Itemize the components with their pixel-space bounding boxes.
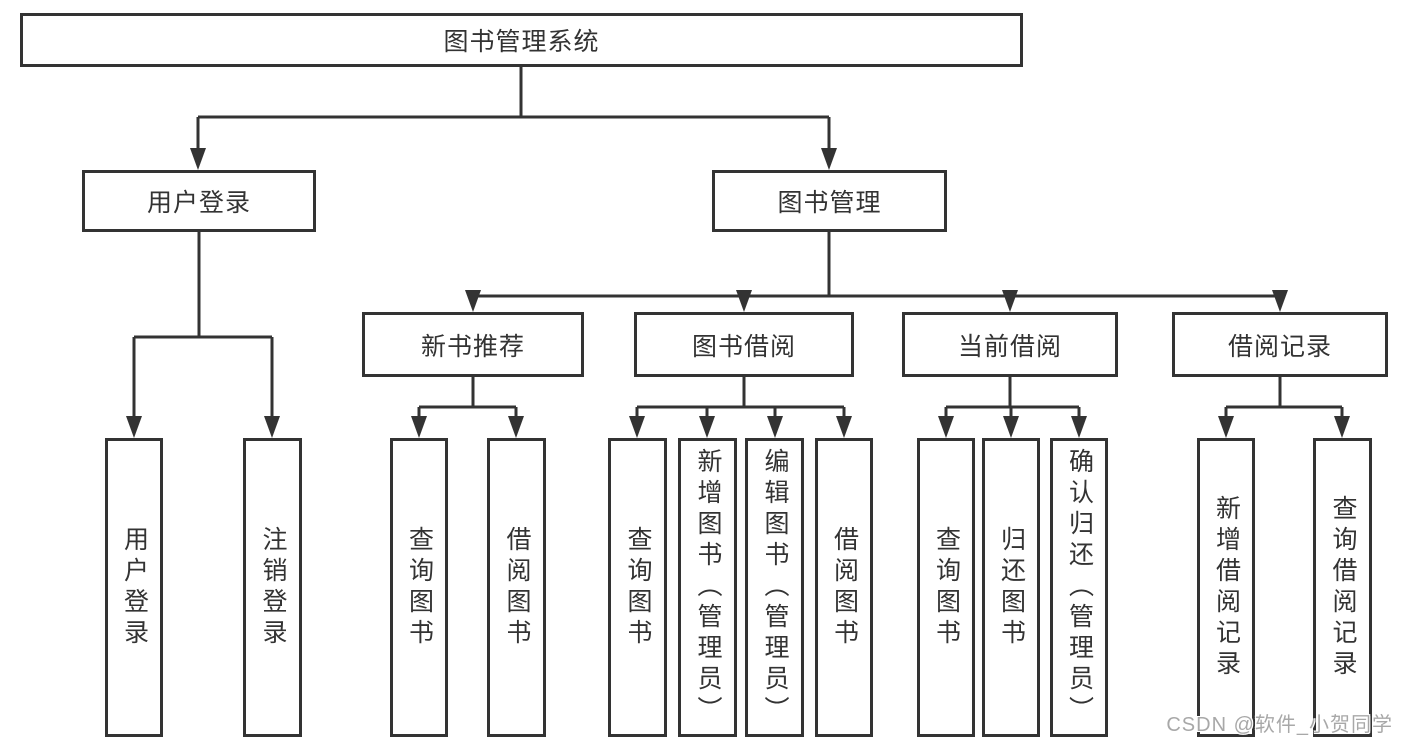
leaf-edit-books-admin: 编辑图书（管理员） (745, 438, 804, 737)
node-library-management-system: 图书管理系统 (20, 13, 1023, 67)
leaf-borrow-books-recommend: 借阅图书 (487, 438, 546, 737)
leaf-query-books-recommend: 查询图书 (390, 438, 448, 737)
leaf-logout: 注销登录 (243, 438, 302, 737)
leaf-return-books: 归还图书 (982, 438, 1040, 737)
node-label: 图书借阅 (691, 332, 796, 361)
node-new-book-recommendation: 新书推荐 (362, 312, 584, 377)
node-book-management: 图书管理 (712, 170, 947, 232)
leaf-query-books-borrow: 查询图书 (608, 438, 667, 737)
node-label: 查询图书 (405, 525, 434, 650)
node-label: 注销登录 (259, 525, 287, 650)
node-label: 新增图书（管理员） (694, 448, 722, 727)
node-label: 归还图书 (997, 525, 1026, 650)
node-label: 查询借阅记录 (1329, 494, 1357, 681)
node-label: 图书管理系统 (443, 28, 600, 56)
node-borrowing-records: 借阅记录 (1172, 312, 1388, 377)
leaf-borrow-books: 借阅图书 (815, 438, 873, 737)
node-label: 查询图书 (932, 525, 961, 650)
leaf-add-books-admin: 新增图书（管理员） (678, 438, 737, 737)
node-book-borrowing: 图书借阅 (634, 312, 854, 377)
leaf-user-login: 用户登录 (105, 438, 163, 737)
node-label: 图书管理 (777, 189, 882, 217)
csdn-watermark: CSDN @软件_小贺同学 (1166, 714, 1393, 736)
node-label: 用户登录 (120, 525, 149, 650)
node-label: 编辑图书（管理员） (761, 448, 789, 727)
node-label: 借阅记录 (1227, 332, 1332, 361)
node-label: 用户登录 (146, 189, 251, 217)
leaf-query-borrow-record: 查询借阅记录 (1313, 438, 1372, 737)
node-label: 当前借阅 (957, 332, 1062, 361)
node-label: 借阅图书 (503, 525, 531, 650)
leaf-query-books-current: 查询图书 (917, 438, 975, 737)
leaf-add-borrow-record: 新增借阅记录 (1197, 438, 1255, 737)
arrow-down-icons (126, 148, 1350, 438)
node-label: 查询图书 (624, 525, 652, 650)
node-label: 新书推荐 (420, 332, 525, 361)
node-current-borrowing: 当前借阅 (902, 312, 1118, 377)
node-label: 确认归还（管理员） (1065, 448, 1094, 727)
node-label: 借阅图书 (830, 525, 859, 650)
node-user-login: 用户登录 (82, 170, 316, 232)
node-label: 新增借阅记录 (1212, 494, 1241, 681)
leaf-confirm-return-admin: 确认归还（管理员） (1050, 438, 1108, 737)
